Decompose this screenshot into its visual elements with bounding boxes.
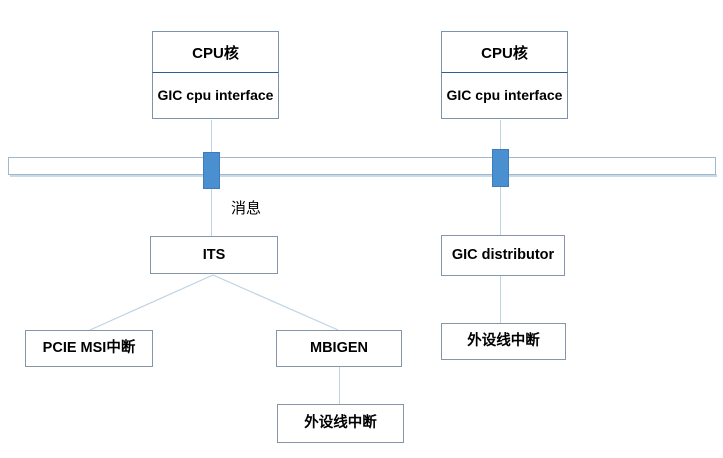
gic-cpu-interface-left-label: GIC cpu interface [157, 87, 274, 104]
cpu-core-left-title: CPU核 [152, 31, 279, 73]
pcie-msi-box[interactable]: PCIE MSI中断 [25, 330, 153, 367]
link-cpu-left-to-bus [211, 120, 212, 162]
gic-distributor-label: GIC distributor [451, 247, 555, 264]
gic-cpu-interface-right: GIC cpu interface [441, 72, 568, 119]
system-bus-bar [8, 157, 716, 175]
mbigen-box[interactable]: MBIGEN [276, 330, 402, 367]
link-bus-to-gic-distributor [500, 186, 501, 235]
message-label: 消息 [231, 200, 262, 217]
link-gicd-to-peripheral [500, 276, 501, 323]
gic-distributor-box[interactable]: GIC distributor [441, 235, 565, 276]
cpu-core-right-title: CPU核 [441, 31, 568, 73]
gic-cpu-interface-left: GIC cpu interface [152, 72, 279, 119]
mbigen-peripheral-label: 外设线中断 [304, 415, 377, 432]
cpu-core-right-block[interactable]: CPU核 GIC cpu interface [441, 31, 568, 119]
cpu-core-left-label: CPU核 [192, 44, 239, 62]
its-label: ITS [202, 246, 226, 263]
gicd-peripheral-box[interactable]: 外设线中断 [441, 323, 566, 360]
link-mbigen-to-peripheral [339, 366, 340, 405]
its-box[interactable]: ITS [150, 236, 278, 274]
mbigen-peripheral-box[interactable]: 外设线中断 [277, 404, 404, 443]
gic-cpu-interface-right-label: GIC cpu interface [446, 87, 563, 104]
pcie-msi-label: PCIE MSI中断 [42, 340, 136, 357]
bus-bar-shadow [10, 174, 717, 177]
bus-connector-left[interactable] [203, 152, 220, 189]
bus-connector-right[interactable] [492, 149, 509, 187]
gicd-peripheral-label: 外设线中断 [467, 333, 540, 350]
link-bus-to-its [211, 186, 212, 236]
cpu-core-left-block[interactable]: CPU核 GIC cpu interface [152, 31, 279, 119]
mbigen-label: MBIGEN [310, 340, 368, 357]
link-cpu-right-to-bus [500, 120, 501, 158]
cpu-core-right-label: CPU核 [481, 44, 528, 62]
